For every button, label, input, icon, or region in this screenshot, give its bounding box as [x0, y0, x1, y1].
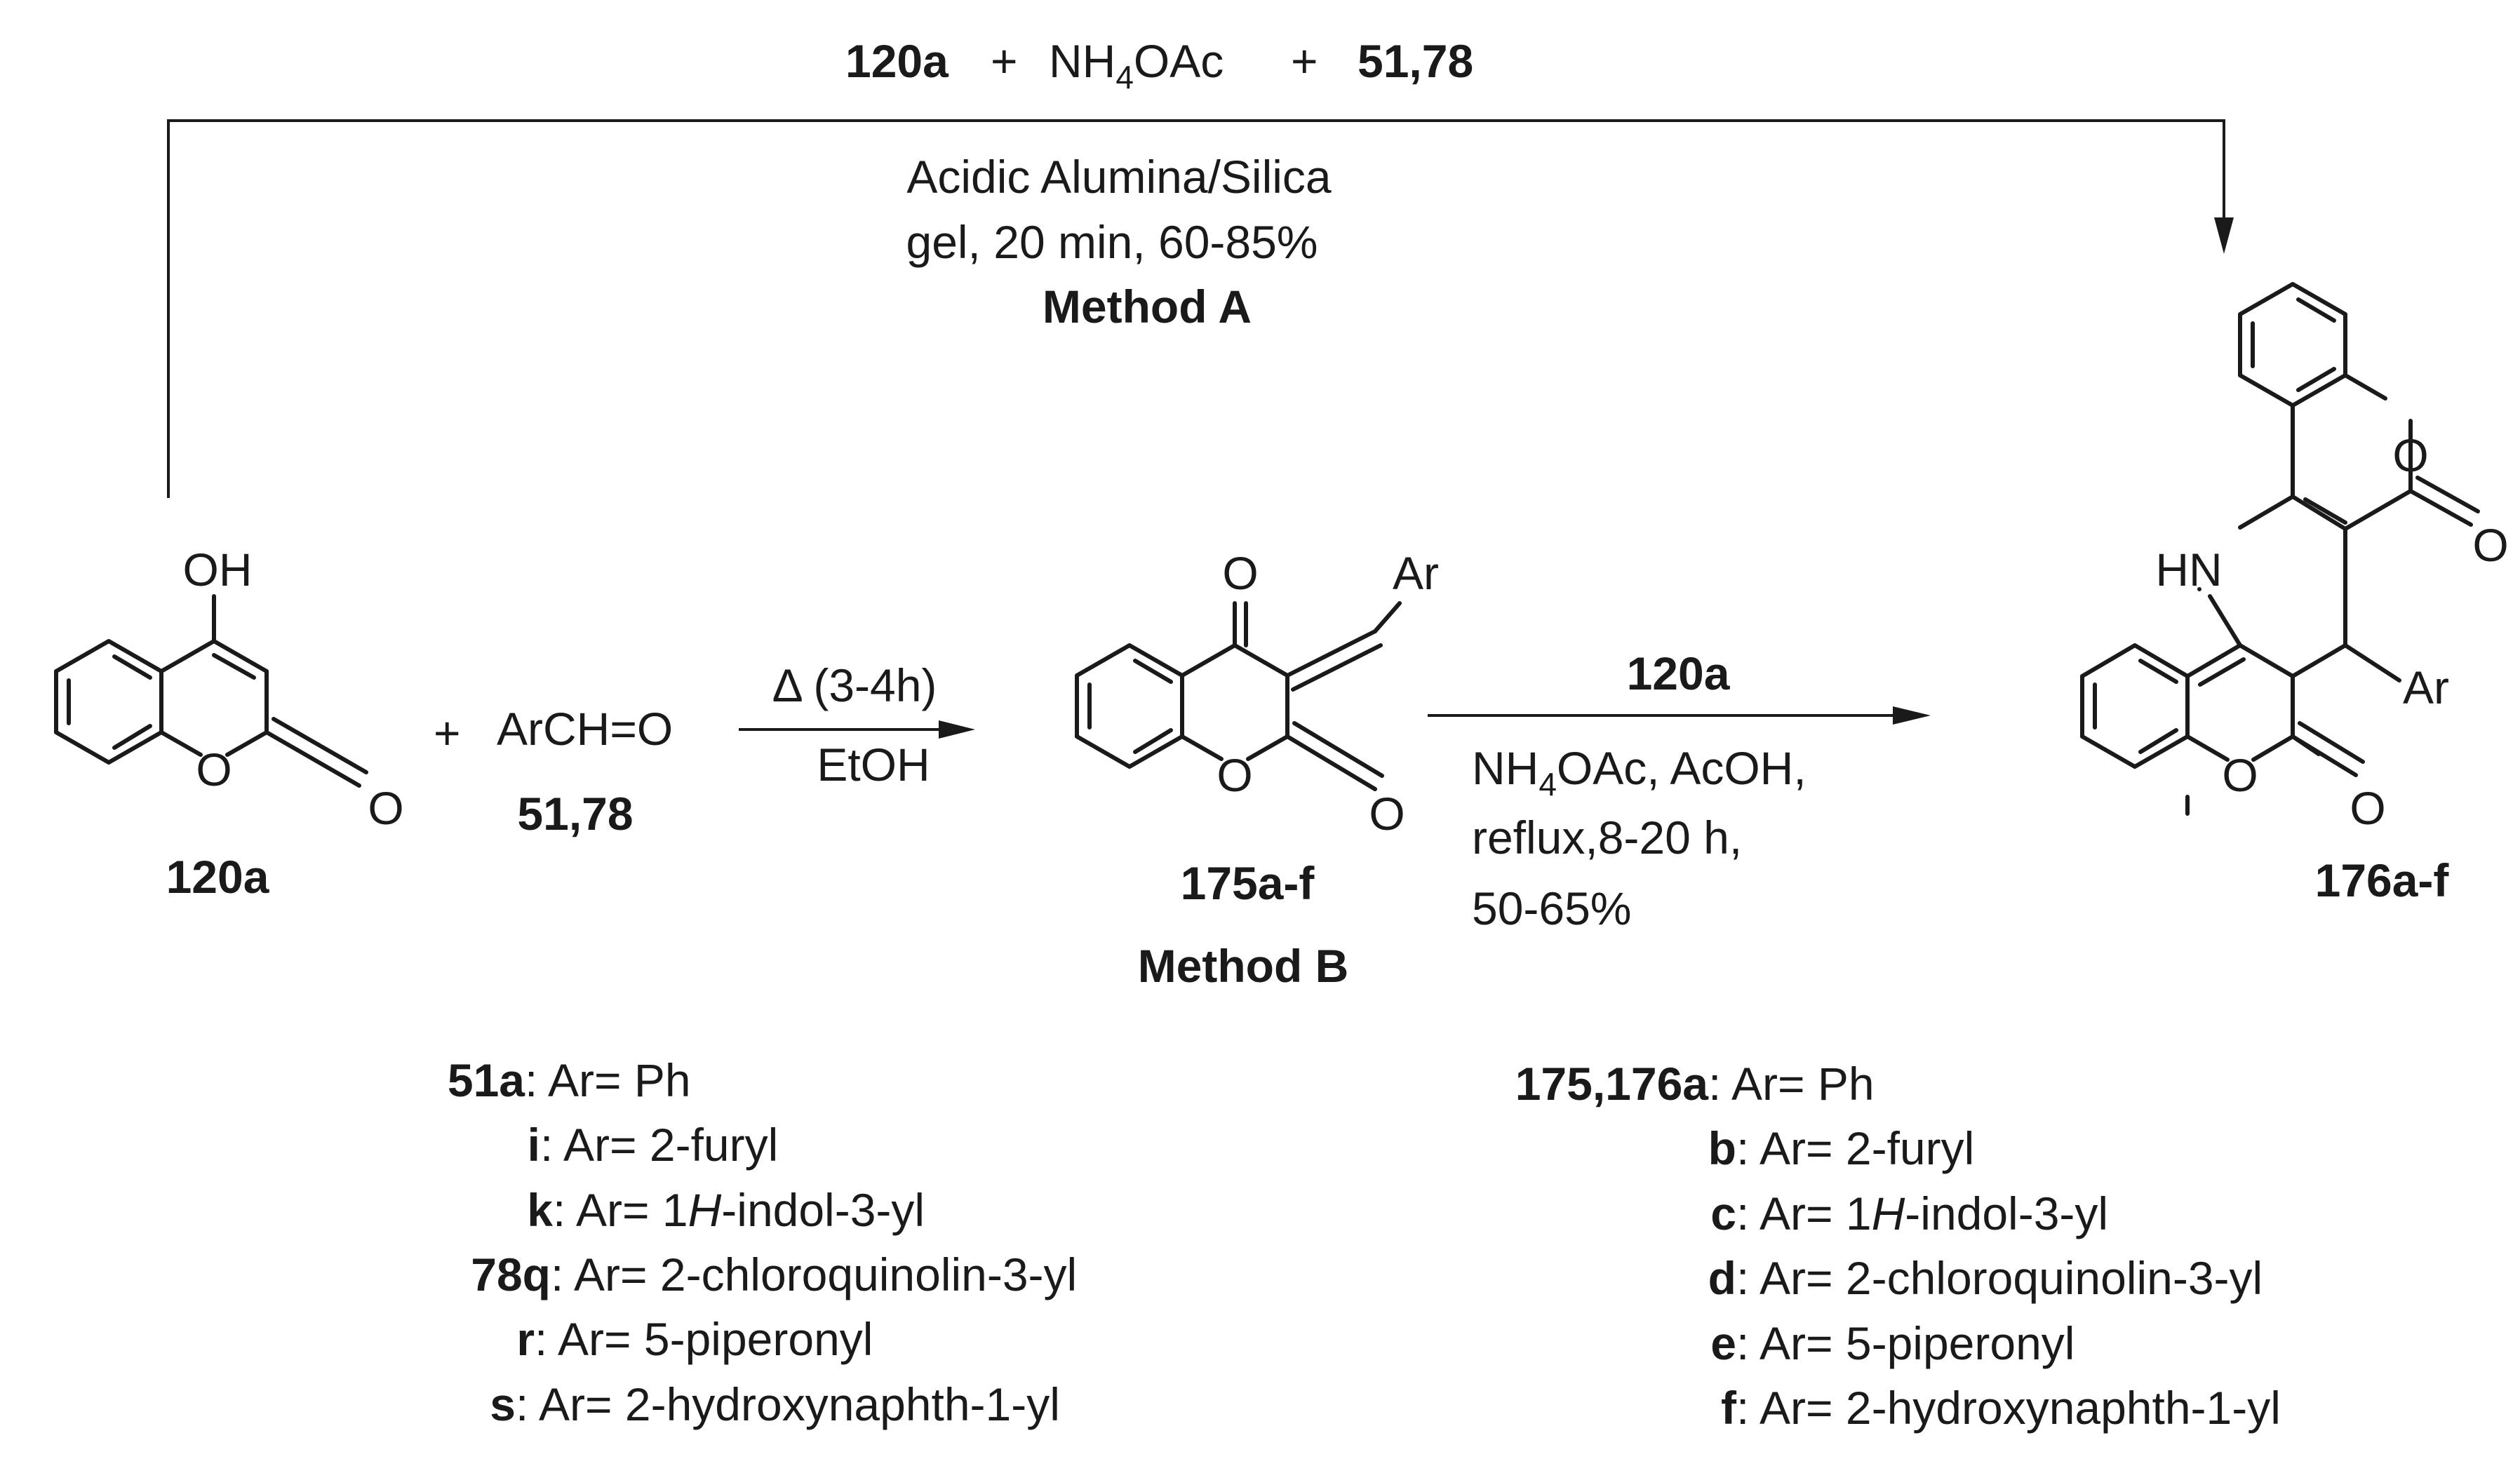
legend-entry: e: [1710, 1317, 1736, 1369]
structure-176: HN Ar O O O O: [2080, 282, 2509, 834]
reagent-120a: 120a: [845, 35, 949, 87]
legend-entry: : Ar= 2-chloroquinolin-3-yl: [551, 1249, 1077, 1300]
legend-entry: : Ar= 1H-indol-3-yl: [553, 1184, 925, 1236]
upper-ring-oxygen-label: O: [2392, 429, 2428, 481]
hydroxyl-label: OH: [183, 544, 253, 596]
method-a-conditions-line2: gel, 20 min, 60-85%: [906, 216, 1318, 268]
legend-entry: 51a: [448, 1054, 525, 1106]
legend-right: 175,176a : Ar= Ph b : Ar= 2-furyl c : Ar…: [1515, 1058, 2281, 1434]
plus-sign: +: [434, 707, 461, 759]
structure-175: O Ar O O: [1075, 547, 1439, 840]
legend-entry: f: [1721, 1382, 1737, 1434]
legend-entry: : Ar= Ph: [525, 1054, 691, 1106]
ring-oxygen-label: O: [1217, 749, 1252, 801]
legend-entry: : Ar= 2-furyl: [540, 1119, 778, 1171]
legend-entry: 78q: [471, 1249, 551, 1300]
lower-ring-oxygen-label: O: [2222, 749, 2258, 801]
legend-entry: k: [527, 1184, 553, 1236]
upper-carbonyl-oxygen-label: O: [2472, 519, 2508, 571]
step1-arrow: [739, 720, 975, 739]
legend-entry: b: [1708, 1122, 1736, 1174]
aldehyde-label: 51,78: [517, 788, 633, 840]
reagent-nh4oac: NH4OAc: [1049, 35, 1224, 95]
legend-entry: : Ar= 1H-indol-3-yl: [1736, 1188, 2108, 1239]
legend-entry: c: [1710, 1188, 1736, 1239]
legend-entry: d: [1708, 1252, 1736, 1304]
legend-entry: 175,176a: [1515, 1058, 1710, 1110]
legend-entry: : Ar= 2-chloroquinolin-3-yl: [1736, 1252, 2263, 1304]
step2-condition-3: 50-65%: [1472, 882, 1632, 934]
step2-condition-1: NH4OAc, AcOH,: [1472, 742, 1807, 802]
legend-entry: : Ar= Ph: [1708, 1058, 1875, 1110]
lower-carbonyl-oxygen-label: O: [2350, 782, 2385, 834]
method-a-conditions-line1: Acidic Alumina/Silica: [906, 151, 1332, 203]
legend-entry: r: [516, 1313, 535, 1365]
step2-arrow: [1428, 706, 1931, 725]
reagent-51-78: 51,78: [1358, 35, 1473, 87]
compound-120a-label: 120a: [166, 851, 270, 903]
legend-entry: : Ar= 5-piperonyl: [1736, 1317, 2075, 1369]
ketone-oxygen-label: O: [1222, 547, 1258, 599]
method-a-arrow: [167, 119, 2234, 498]
step1-condition-below: EtOH: [817, 739, 930, 791]
aryl-label: Ar: [2403, 661, 2449, 713]
legend-entry: : Ar= 2-furyl: [1736, 1122, 1974, 1174]
plus-sign: +: [1291, 35, 1318, 87]
plus-sign: +: [991, 35, 1018, 87]
compound-175-label: 175a-f: [1181, 857, 1315, 909]
legend-left: 51a : Ar= Ph i : Ar= 2-furyl k : Ar= 1H-…: [448, 1054, 1077, 1430]
method-a-reagents: 120a + NH4OAc + 51,78: [845, 35, 1473, 95]
aldehyde-formula: ArCH=O: [497, 703, 673, 755]
nh-label: HN: [2155, 544, 2222, 596]
step1-condition-above: Δ (3-4h): [772, 659, 937, 711]
carbonyl-oxygen-label: O: [1369, 788, 1405, 840]
legend-entry: i: [528, 1119, 540, 1171]
carbonyl-oxygen-label: O: [368, 782, 403, 834]
compound-176-label: 176a-f: [2315, 854, 2450, 906]
legend-entry: : Ar= 2-hydroxynaphth-1-yl: [516, 1378, 1060, 1430]
legend-entry: s: [490, 1378, 516, 1430]
step2-condition-2: reflux,8-20 h,: [1472, 812, 1742, 863]
legend-entry: : Ar= 5-piperonyl: [535, 1313, 873, 1365]
structure-120a: OH O O: [54, 544, 404, 834]
aryl-label: Ar: [1393, 547, 1439, 599]
ring-oxygen-label: O: [196, 744, 232, 795]
step2-reagent: 120a: [1627, 647, 1731, 699]
legend-entry: : Ar= 2-hydroxynaphth-1-yl: [1736, 1382, 2281, 1434]
method-a-label: Method A: [1043, 281, 1252, 332]
method-b-label: Method B: [1138, 940, 1349, 992]
